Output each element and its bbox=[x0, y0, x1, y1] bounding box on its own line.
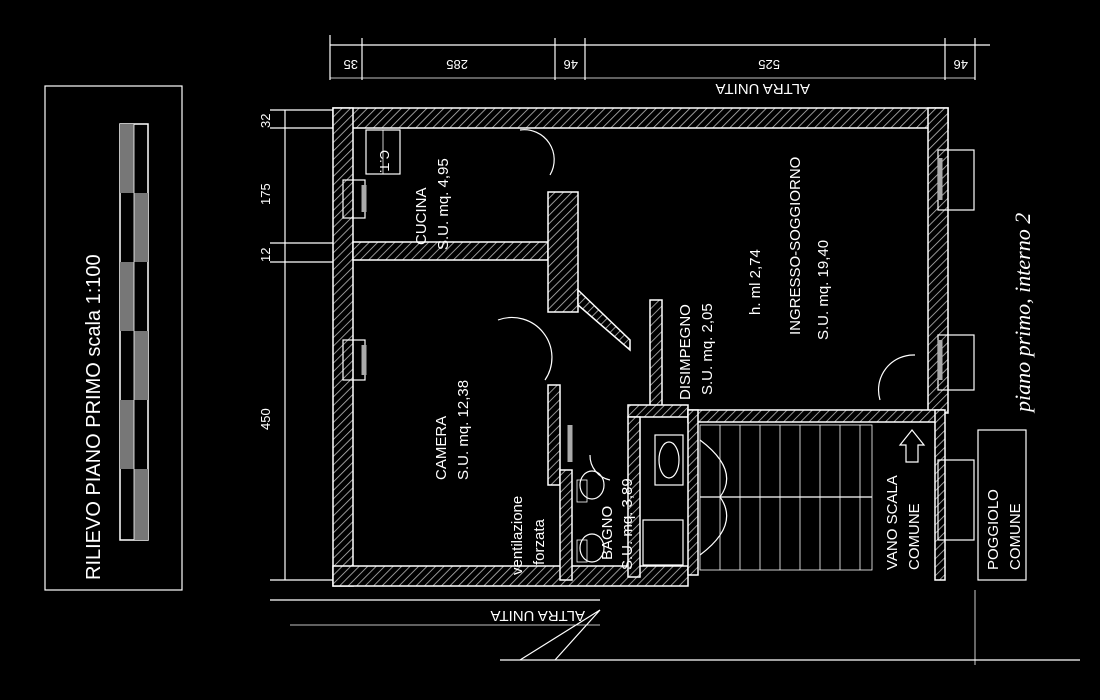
walls bbox=[332, 107, 949, 587]
ventilation-line-1: ventilazione bbox=[509, 496, 526, 575]
bathroom-fixtures bbox=[576, 434, 684, 566]
dim-top-2: 285 bbox=[446, 57, 468, 72]
dim-left-4: 450 bbox=[258, 408, 273, 430]
dim-left-1: 32 bbox=[258, 114, 273, 128]
windows bbox=[342, 149, 975, 541]
dim-top-4: 525 bbox=[758, 57, 780, 72]
dim-top-1: 35 bbox=[344, 57, 358, 72]
floor-label: piano primo, interno 2 bbox=[1010, 213, 1035, 414]
dimension-lines-left: 32 175 12 450 bbox=[258, 109, 335, 581]
bottom-references: ALTRA UNITA bbox=[270, 590, 1080, 665]
dimension-lines-top: 35 285 46 525 46 ALTRA UNITA bbox=[329, 35, 990, 97]
kitchen-name: CUCINA bbox=[413, 187, 430, 245]
dim-top-5: 46 bbox=[954, 57, 968, 72]
balcony-line-2: COMUNE bbox=[1007, 503, 1024, 570]
kitchen-fixtures: C.T. bbox=[365, 129, 401, 175]
bedroom-area: S.U. mq. 12,38 bbox=[455, 380, 472, 480]
bathroom-name: BAGNO bbox=[599, 506, 616, 560]
bedroom-name: CAMERA bbox=[433, 416, 450, 480]
dim-top-3: 46 bbox=[564, 57, 578, 72]
dim-left-2: 175 bbox=[258, 183, 273, 205]
dim-left-3: 12 bbox=[258, 248, 273, 262]
hallway-name: DISIMPEGNO bbox=[677, 304, 694, 400]
living-height: h. ml 2,74 bbox=[747, 249, 764, 315]
room-labels: CUCINA S.U. mq. 4,95 h. ml 2,74 INGRESSO… bbox=[413, 157, 1024, 575]
scale-bar bbox=[119, 123, 149, 541]
neighbor-bottom-label: ALTRA UNITA bbox=[491, 607, 585, 624]
living-name: INGRESSO-SOGGIORNO bbox=[787, 157, 804, 335]
hallway-area: S.U. mq. 2,05 bbox=[699, 303, 716, 395]
poggiolo bbox=[977, 429, 1027, 581]
neighbor-top-label: ALTRA UNITA bbox=[716, 80, 810, 97]
stairs bbox=[699, 424, 926, 571]
title-block: RILIEVO PIANO PRIMO scala 1:100 bbox=[44, 85, 183, 591]
balcony-line-1: POGGIOLO bbox=[985, 489, 1002, 570]
ct-label: C.T. bbox=[377, 150, 392, 173]
kitchen-area: S.U. mq. 4,95 bbox=[435, 158, 452, 250]
bathroom-area: S.U. mq. 3,89 bbox=[619, 478, 636, 570]
stairwell-line-1: VANO SCALA bbox=[884, 475, 901, 570]
living-area: S.U. mq. 19,40 bbox=[815, 240, 832, 340]
drawing-title: RILIEVO PIANO PRIMO scala 1:100 bbox=[83, 254, 105, 580]
stairwell-line-2: COMUNE bbox=[906, 503, 923, 570]
stair-direction-arrow-icon bbox=[898, 429, 926, 463]
ventilation-line-2: forzata bbox=[531, 518, 548, 565]
